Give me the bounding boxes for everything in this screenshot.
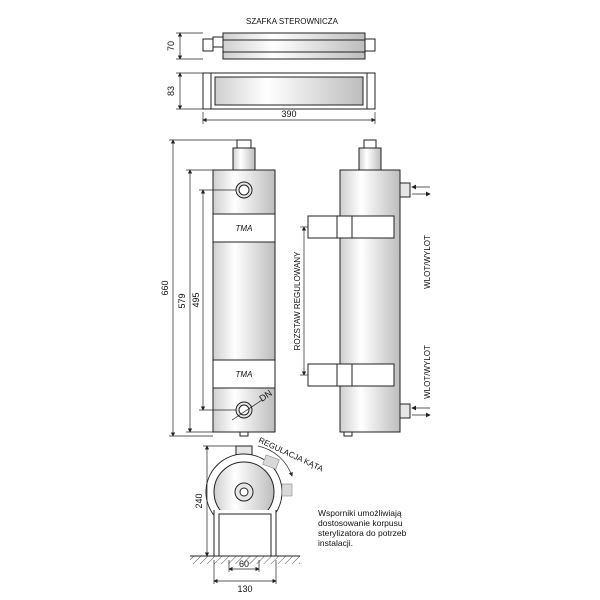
sterilizer-end-view (205, 445, 283, 557)
dim-port-spacing: 495 (191, 292, 201, 307)
note-line-3: sterylizatora do potrzeb (318, 528, 407, 538)
dim-height-579: 579 (177, 293, 187, 308)
control-box-title: SZAFKA STEROWNICZA (246, 17, 339, 26)
stand-dimension-line (300, 226, 308, 376)
flow-arrows (411, 184, 431, 418)
logo-top: TMA (236, 224, 253, 233)
control-box-top-view (202, 32, 376, 60)
note-line-1: Wsporniki umożliwiają (318, 508, 402, 518)
inlet-outlet-bottom-label: WLOT/WYLOT (423, 345, 432, 399)
front-dimension-lines (169, 139, 237, 437)
dim-box-height: 83 (166, 86, 176, 96)
control-box-front-view (202, 72, 376, 110)
sterilizer-side-view (307, 139, 411, 437)
dim-end-view-height: 240 (194, 493, 204, 508)
box-dimension-lines (176, 32, 376, 124)
dim-base-width: 130 (237, 584, 252, 594)
inlet-outlet-top-label: WLOT/WYLOT (423, 235, 432, 289)
dn-leader (231, 399, 263, 421)
dim-box-length: 390 (281, 109, 296, 119)
note-line-2: dostosowanie korpusu (318, 518, 403, 528)
dim-box-depth: 70 (166, 41, 176, 51)
angle-adjust-markers (262, 454, 293, 497)
installation-note: Wsporniki umożliwiają dostosowanie korpu… (318, 508, 448, 548)
ground-hatch (190, 556, 300, 564)
angle-adjust-arc (257, 445, 293, 477)
note-line-4: instalacji. (318, 538, 353, 548)
logo-bottom: TMA (236, 370, 253, 379)
end-dimension-lines (203, 445, 277, 584)
dim-bracket-width: 60 (239, 559, 249, 569)
dim-total-height: 660 (160, 280, 170, 295)
adjustable-stand-label: ROZSTAW REGULOWANY (293, 251, 302, 350)
sterilizer-front-view (212, 139, 276, 437)
